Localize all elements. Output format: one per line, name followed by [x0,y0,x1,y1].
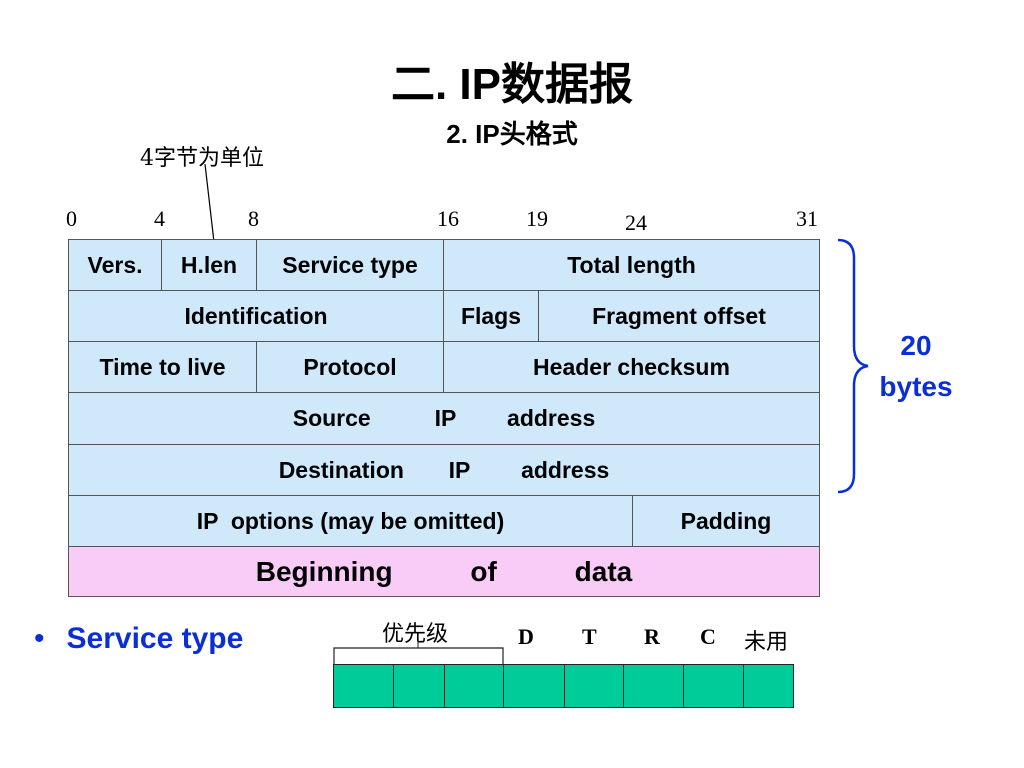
field-protocol: Protocol [256,341,444,393]
tos-bit-box [564,664,624,708]
bit-label-31: 31 [796,206,818,231]
field-total-length: Total length [443,239,820,291]
tos-bit-box [444,664,504,708]
bit-label-0: 0 [66,206,77,231]
field-fragment-offset: Fragment offset [538,290,820,342]
field-padding: Padding [632,495,820,547]
bit-label-8: 8 [248,206,259,231]
page-title: 二. IP数据报 [390,60,634,109]
bullet-marker: • [34,622,45,655]
bit-label-4: 4 [154,206,165,231]
page-subtitle: 2. IP头格式 [446,119,578,149]
field-service-type: Service type [256,239,444,291]
field-flags: Flags [443,290,539,342]
field-ip-options: IP options (may be omitted) [68,495,633,547]
tos-label-d: D [518,624,534,649]
tos-label-t: T [582,624,597,649]
field-ttl: Time to live [68,341,257,393]
bit-label-19: 19 [526,206,548,231]
tos-bit-box [503,664,565,708]
field-version: Vers. [68,239,162,291]
tos-label-unused: 未用 [744,630,789,655]
field-data-beginning: Beginning of data [68,546,820,597]
tos-label-c: C [700,624,716,649]
unit-annotation: 4字节为单位 [140,146,264,171]
tos-bit-box [683,664,744,708]
tos-bit-box [393,664,445,708]
field-destination-address: Destination IP address [68,444,820,496]
header-size-label: 20 bytes [868,326,964,407]
tos-bit-box [333,664,394,708]
tos-bit-box [743,664,794,708]
tos-bit-box [623,664,684,708]
bit-label-24: 24 [625,210,647,235]
priority-label: 优先级 [382,622,449,647]
tos-label-r: R [644,624,660,649]
header-size-unit: bytes [879,370,953,402]
bit-label-16: 16 [437,206,459,231]
bullet-text: Service type [66,622,244,655]
service-type-bullet: • Service type [34,622,243,656]
header-size-number: 20 [900,330,932,361]
